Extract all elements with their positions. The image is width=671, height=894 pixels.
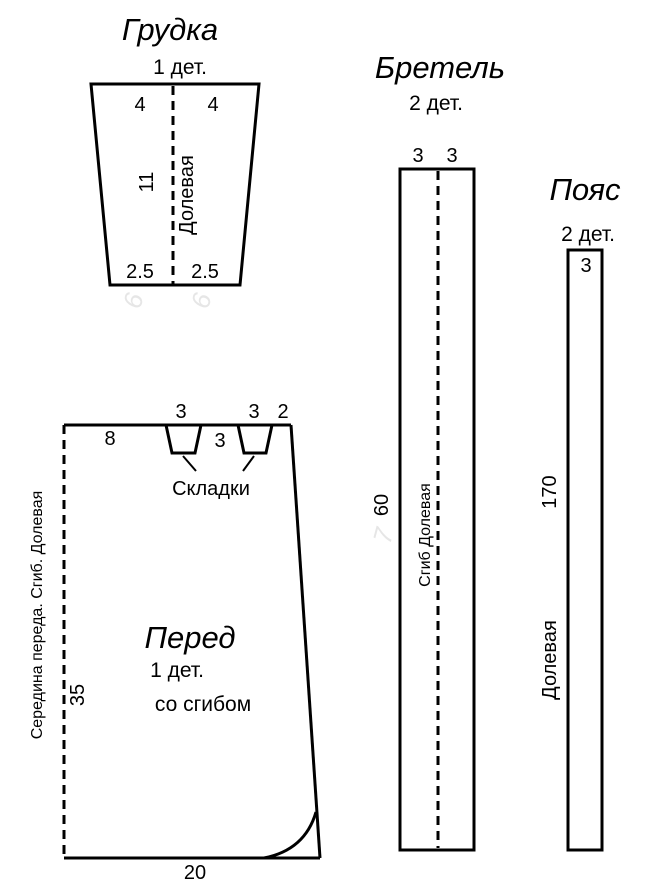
bib-bottom-right: 2.5 <box>191 261 219 283</box>
front-pleat2-width: 3 <box>248 401 259 423</box>
front-note: со сгибом <box>155 693 251 716</box>
strap-top-left: 3 <box>412 145 423 167</box>
bib-height: 11 <box>136 172 158 193</box>
front-top-right: 2 <box>277 401 288 423</box>
bib-outline <box>89 82 261 287</box>
strap-title: Бретель <box>375 50 505 85</box>
pleat-2 <box>236 423 274 455</box>
front-height: 35 <box>67 684 89 706</box>
front-top-left: 8 <box>104 428 115 450</box>
pleat-pointer-2 <box>242 455 255 472</box>
belt-width: 3 <box>580 255 591 277</box>
strap-qty: 2 дет. <box>409 92 463 115</box>
bib-top-right: 4 <box>207 94 218 116</box>
strap-top-right: 3 <box>446 145 457 167</box>
svg-text:6: 6 <box>117 289 150 311</box>
strap-piece: Бретель 2 дет. 3 3 60 Сгиб Долевая <box>371 50 505 852</box>
bib-grain: Долевая <box>176 155 198 235</box>
front-bottom: 20 <box>184 862 206 884</box>
belt-qty: 2 дет. <box>561 223 615 246</box>
bib-top-left: 4 <box>134 94 145 116</box>
pleat-pointer-1 <box>182 455 197 472</box>
front-title: Перед <box>145 620 236 655</box>
pleat-1 <box>164 423 203 455</box>
front-side-label: Середина переда. Сгиб. Долевая <box>29 491 46 740</box>
svg-text:6: 6 <box>185 289 218 311</box>
front-qty: 1 дет. <box>150 659 204 682</box>
front-piece: 8 3 3 3 2 Складки Середина переда. Сгиб.… <box>29 401 322 884</box>
bib-qty: 1 дет. <box>153 56 207 79</box>
front-pleat-gap: 3 <box>214 430 225 452</box>
strap-fold-grain: Сгиб Долевая <box>417 483 434 587</box>
belt-grain: Долевая <box>539 620 561 700</box>
strap-outline <box>398 167 476 852</box>
front-pleats-label: Складки <box>172 478 250 500</box>
belt-length: 170 <box>539 475 561 508</box>
bib-bottom-left: 2.5 <box>126 261 154 283</box>
strap-length: 60 <box>371 494 393 516</box>
svg-text:7: 7 <box>367 523 400 546</box>
belt-outline <box>566 248 604 852</box>
bib-title: Грудка <box>122 12 218 47</box>
belt-piece: Пояс 2 дет. 3 170 Долевая <box>539 172 621 852</box>
bib-piece: Грудка 1 дет. 4 4 11 Долевая 2.5 2.5 <box>89 12 261 287</box>
front-corner-curve <box>263 811 318 860</box>
belt-title: Пояс <box>549 172 621 207</box>
front-side-edge <box>289 424 322 859</box>
front-pleat1-width: 3 <box>175 401 186 423</box>
